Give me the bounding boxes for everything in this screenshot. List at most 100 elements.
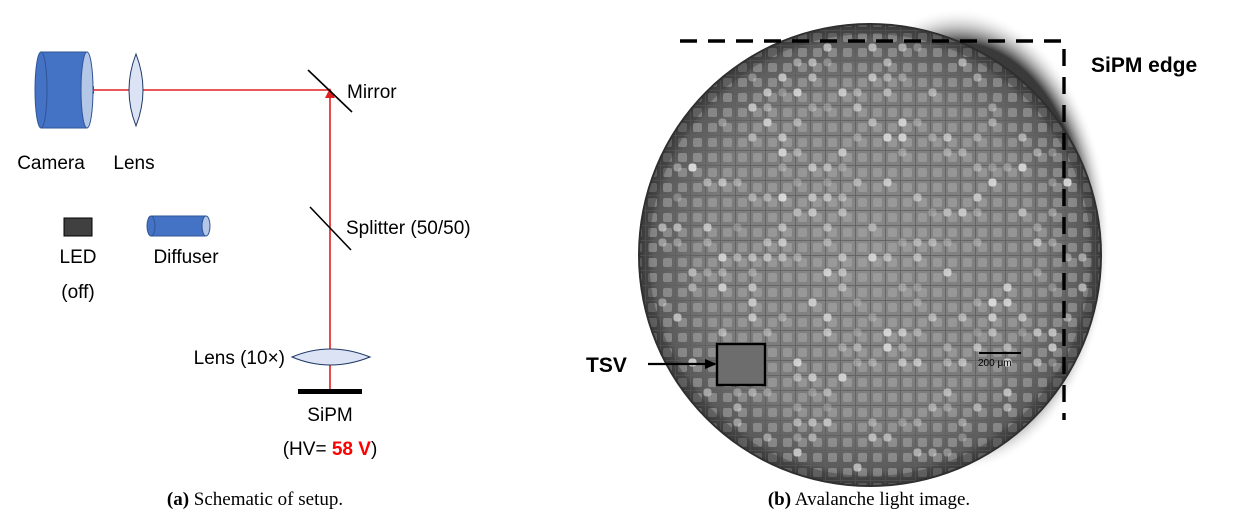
bright-microcell bbox=[988, 313, 997, 322]
bright-microcell bbox=[988, 118, 997, 127]
bright-microcell bbox=[898, 133, 907, 142]
bright-microcell bbox=[763, 328, 772, 337]
led-icon bbox=[63, 217, 93, 237]
bright-microcell bbox=[823, 223, 832, 232]
bright-microcell bbox=[1078, 283, 1087, 292]
sipm-edge-dashed-line bbox=[680, 39, 1066, 420]
bright-microcell bbox=[883, 433, 892, 442]
bright-microcell bbox=[988, 178, 997, 187]
bright-microcell bbox=[778, 88, 787, 97]
bright-microcell bbox=[1048, 343, 1057, 352]
bright-microcell bbox=[778, 313, 787, 322]
bright-microcell bbox=[838, 208, 847, 217]
bright-microcell bbox=[823, 58, 832, 67]
bright-microcell bbox=[733, 403, 742, 412]
bright-microcell bbox=[1048, 238, 1057, 247]
bright-microcell bbox=[808, 208, 817, 217]
bright-microcell bbox=[748, 268, 757, 277]
bright-microcell bbox=[913, 418, 922, 427]
bright-microcell bbox=[808, 193, 817, 202]
bright-microcell bbox=[958, 208, 967, 217]
label-sipm-edge: SiPM edge bbox=[1091, 54, 1197, 77]
bright-microcell bbox=[793, 403, 802, 412]
bright-microcell bbox=[853, 328, 862, 337]
bright-microcell bbox=[928, 208, 937, 217]
bright-microcell bbox=[868, 43, 877, 52]
bright-microcell bbox=[943, 403, 952, 412]
bright-microcell bbox=[943, 238, 952, 247]
label-led: LED bbox=[60, 247, 97, 268]
bright-microcell bbox=[853, 88, 862, 97]
label-hv: (HV= 58 V) bbox=[283, 439, 378, 460]
hv-value: 58 V bbox=[332, 439, 371, 460]
bright-microcell bbox=[733, 418, 742, 427]
bright-microcell bbox=[718, 283, 727, 292]
bright-microcell bbox=[898, 118, 907, 127]
bright-microcell bbox=[1048, 283, 1057, 292]
bright-microcell bbox=[823, 178, 832, 187]
bright-microcell bbox=[973, 208, 982, 217]
bright-microcell bbox=[748, 133, 757, 142]
bright-microcell bbox=[658, 238, 667, 247]
bright-microcell bbox=[763, 433, 772, 442]
bright-microcell bbox=[1003, 298, 1012, 307]
label-tsv: TSV bbox=[586, 354, 627, 377]
bright-microcell bbox=[898, 43, 907, 52]
bright-microcell bbox=[808, 103, 817, 112]
bright-microcell bbox=[1003, 388, 1012, 397]
bright-microcell bbox=[973, 193, 982, 202]
splitter-icon bbox=[309, 206, 352, 251]
bright-microcell bbox=[913, 448, 922, 457]
bright-microcell bbox=[733, 253, 742, 262]
bright-microcell bbox=[913, 43, 922, 52]
bright-microcell bbox=[718, 268, 727, 277]
bright-microcell bbox=[778, 73, 787, 82]
bright-microcell bbox=[793, 148, 802, 157]
bright-microcell bbox=[808, 208, 817, 217]
bright-microcell bbox=[793, 88, 802, 97]
bright-microcell bbox=[733, 223, 742, 232]
bright-microcell bbox=[868, 73, 877, 82]
bright-microcell bbox=[898, 43, 907, 52]
bright-microcell bbox=[898, 148, 907, 157]
bright-microcell bbox=[808, 373, 817, 382]
bright-microcell bbox=[943, 133, 952, 142]
bright-microcell bbox=[928, 448, 937, 457]
bright-microcell bbox=[808, 388, 817, 397]
bright-microcell bbox=[1078, 253, 1087, 262]
bright-microcell bbox=[988, 313, 997, 322]
bright-microcell bbox=[838, 88, 847, 97]
bright-microcell bbox=[883, 253, 892, 262]
bright-microcell bbox=[868, 358, 877, 367]
bright-microcell bbox=[928, 133, 937, 142]
bright-microcell bbox=[973, 73, 982, 82]
bright-microcell bbox=[823, 238, 832, 247]
bright-microcell bbox=[1003, 343, 1012, 352]
label-lens-top: Lens bbox=[113, 153, 154, 174]
label-splitter: Splitter (50/50) bbox=[346, 218, 471, 239]
bright-microcell bbox=[688, 268, 697, 277]
bright-microcell bbox=[748, 388, 757, 397]
bright-microcell bbox=[898, 238, 907, 247]
hv-suffix: ) bbox=[371, 439, 377, 460]
bright-microcell bbox=[763, 103, 772, 112]
bright-microcell bbox=[943, 268, 952, 277]
bright-microcell bbox=[823, 43, 832, 52]
bright-microcell bbox=[988, 328, 997, 337]
caption-a: (a) Schematic of setup. bbox=[167, 489, 343, 510]
bright-microcell bbox=[1003, 358, 1012, 367]
bright-microcell bbox=[748, 283, 757, 292]
bright-microcell bbox=[883, 328, 892, 337]
bright-microcell bbox=[958, 148, 967, 157]
bright-microcell bbox=[1033, 328, 1042, 337]
bright-microcell bbox=[823, 103, 832, 112]
bright-microcell bbox=[988, 298, 997, 307]
bright-microcell bbox=[793, 178, 802, 187]
bright-microcell bbox=[748, 298, 757, 307]
bright-microcell bbox=[778, 193, 787, 202]
bright-microcell bbox=[943, 358, 952, 367]
bright-microcell bbox=[958, 208, 967, 217]
objective-lens-icon bbox=[290, 348, 372, 366]
bright-microcell bbox=[778, 148, 787, 157]
bright-microcell bbox=[763, 88, 772, 97]
